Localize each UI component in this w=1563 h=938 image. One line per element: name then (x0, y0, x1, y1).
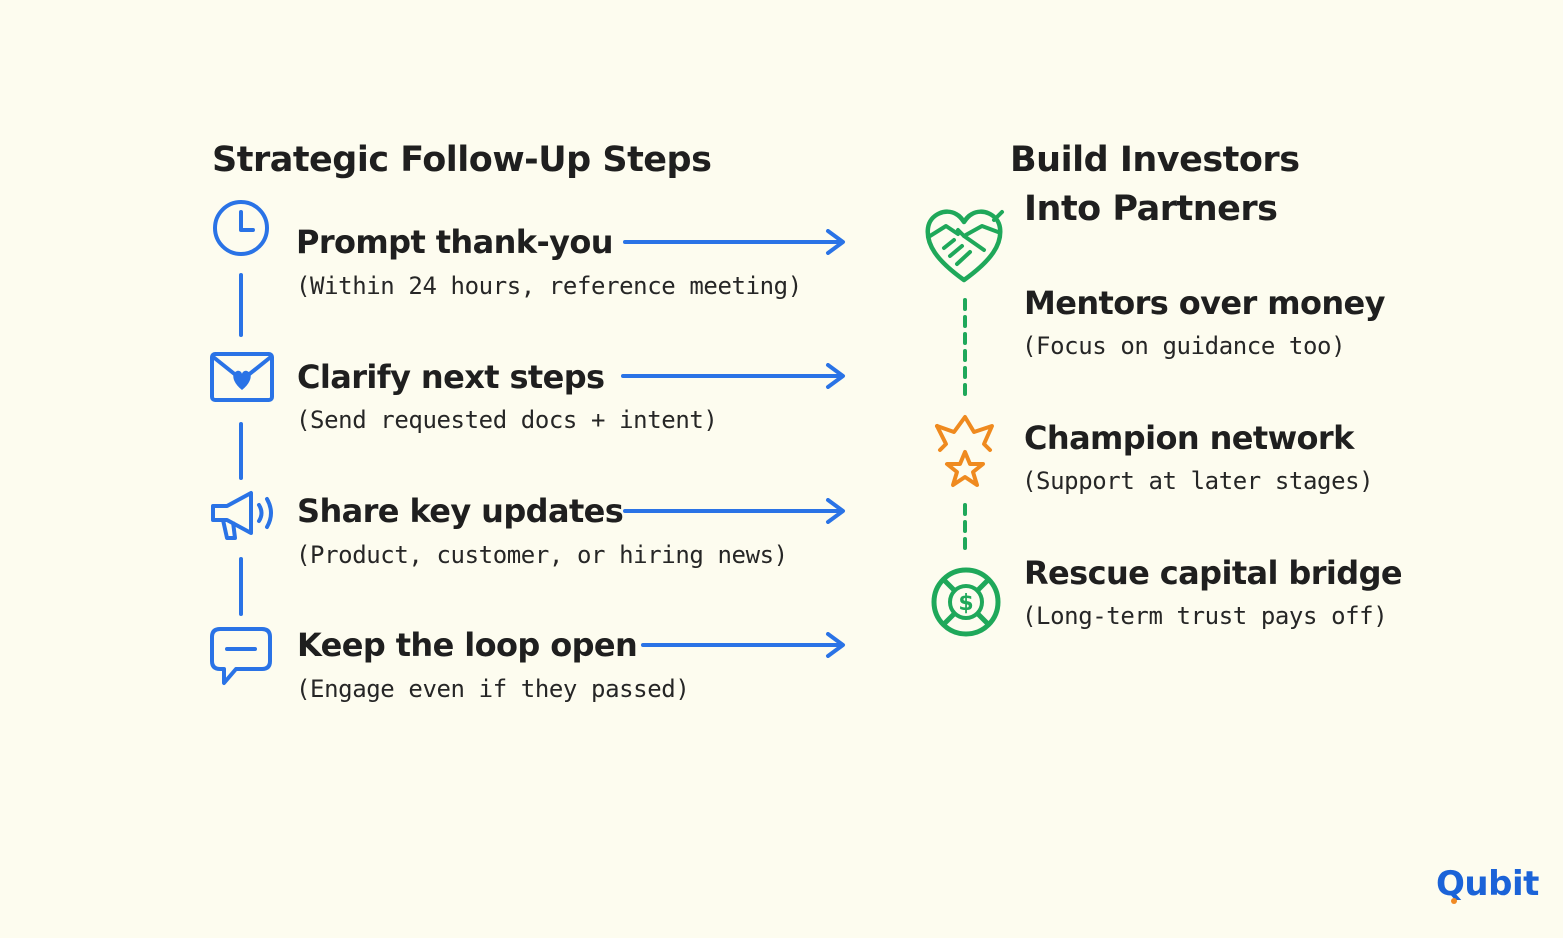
star-icon (935, 415, 994, 487)
brand-logo-text: Qubit (1436, 864, 1539, 904)
item-subtitle-mentors-over-money: (Focus on guidance too) (1022, 332, 1346, 360)
item-title-champion-network: Champion network (1024, 419, 1354, 457)
item-title-rescue-capital-bridge: Rescue capital bridge (1024, 554, 1403, 592)
step-title-clarify-next-steps: Clarify next steps (297, 358, 605, 396)
left-heading: Strategic Follow-Up Steps (212, 140, 712, 180)
right-heading-line-2: Into Partners (1024, 189, 1278, 229)
arrow-right-icon (621, 363, 845, 389)
item-subtitle-champion-network: (Support at later stages) (1022, 467, 1374, 495)
step-title-prompt-thank-you: Prompt thank-you (296, 223, 614, 261)
right-heading-line-1: Build Investors (1010, 140, 1300, 180)
step-title-share-key-updates: Share key updates (297, 492, 624, 530)
item-title-mentors-over-money: Mentors over money (1024, 284, 1386, 322)
megaphone-icon (211, 491, 273, 540)
arrow-right-icon (623, 229, 845, 255)
step-subtitle-share-key-updates: (Product, customer, or hiring news) (296, 541, 788, 569)
brand-logo: Qubit (1436, 864, 1539, 904)
step-subtitle-prompt-thank-you: (Within 24 hours, reference meeting) (296, 272, 802, 300)
item-subtitle-rescue-capital-bridge: (Long-term trust pays off) (1022, 602, 1388, 630)
envelope-heart-icon (210, 352, 274, 402)
arrow-right-icon (623, 498, 845, 524)
logo-dot-icon (1451, 898, 1457, 904)
step-title-keep-the-loop-open: Keep the loop open (297, 626, 638, 664)
arrow-right-icon (641, 632, 845, 658)
clock-icon (213, 200, 269, 256)
svg-text:$: $ (958, 591, 973, 616)
handshake-heart-icon (925, 209, 1004, 283)
chat-bubble-icon (210, 627, 272, 685)
dollar-lifebuoy-icon: $ (931, 567, 1001, 637)
step-subtitle-clarify-next-steps: (Send requested docs + intent) (296, 406, 718, 434)
step-subtitle-keep-the-loop-open: (Engage even if they passed) (296, 675, 690, 703)
